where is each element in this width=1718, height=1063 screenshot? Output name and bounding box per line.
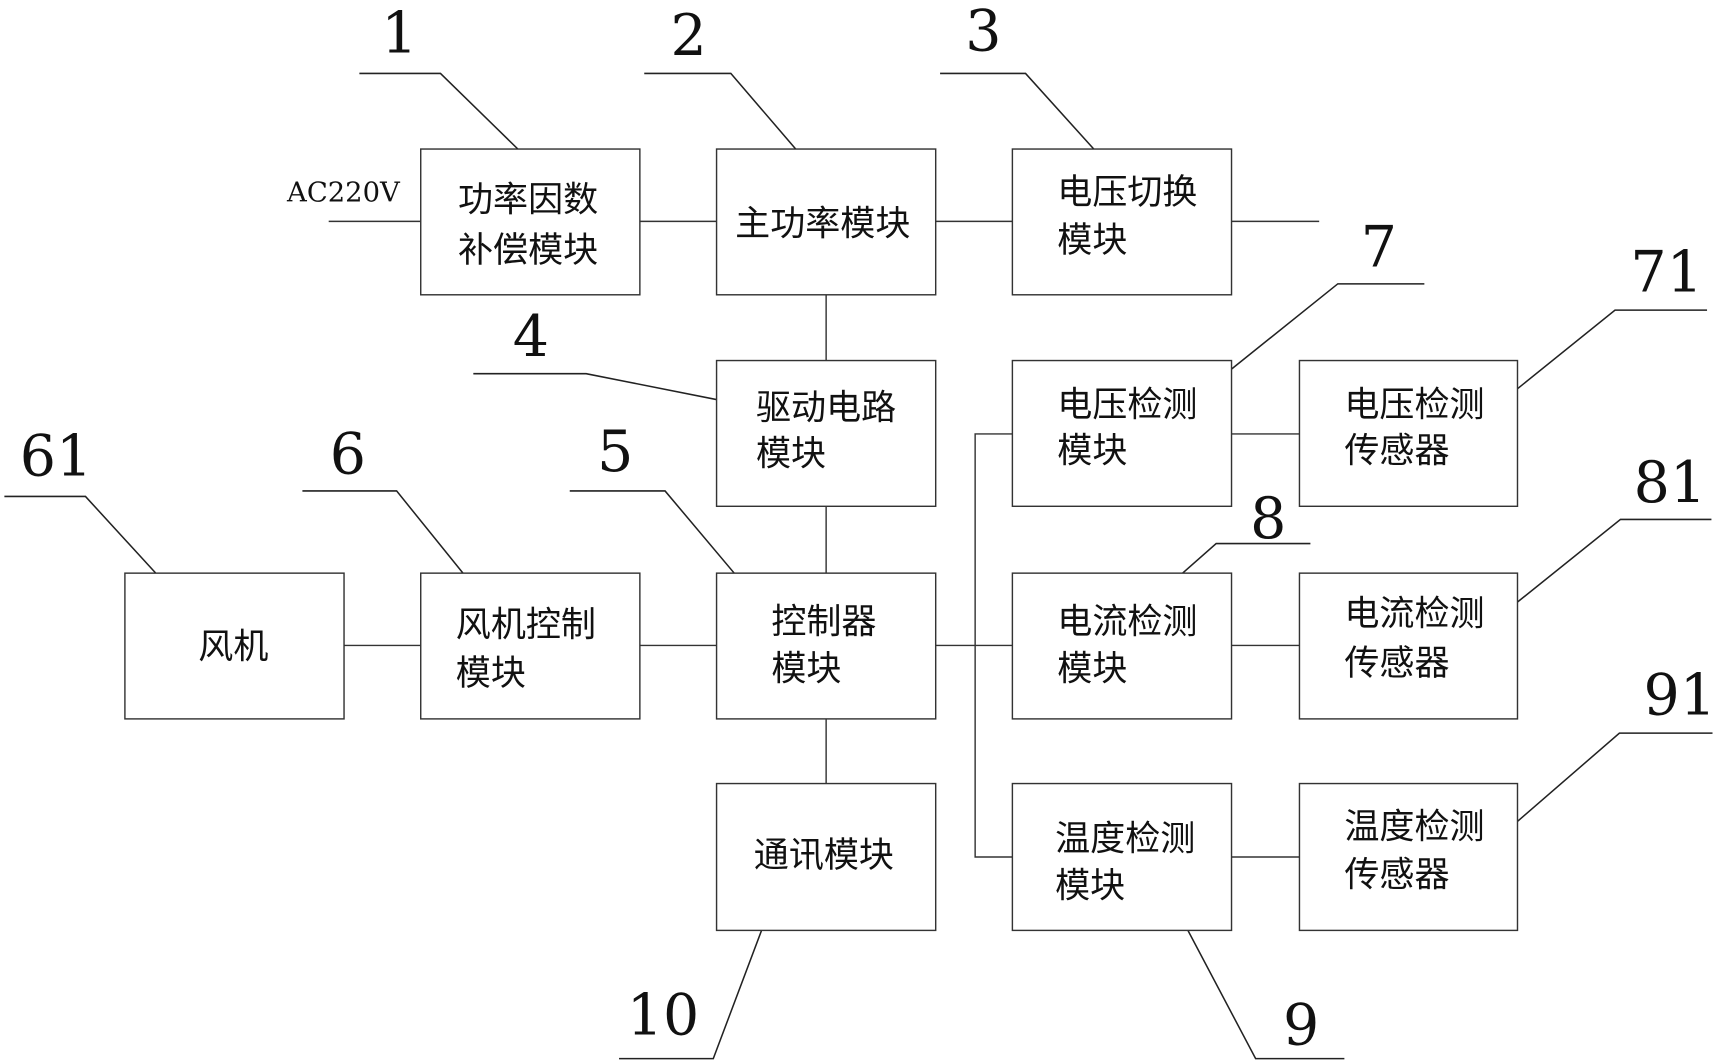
ref-number-6: 6 [330,421,366,487]
current-detect-box-line1: 电流检测 [1057,601,1197,642]
leader-6 [302,490,471,583]
fan-control-box: 风机控制 模块 [420,572,641,720]
leader-61 [4,495,171,590]
leader-91 [1512,732,1713,826]
fan-control-box-line1: 风机控制 [456,605,596,646]
comm-box: 通讯模块 [715,782,937,932]
leader-5 [569,490,742,582]
temp-sensor-box-line2: 传感器 [1344,855,1449,896]
temp-detect-box-line1: 温度检测 [1055,818,1195,859]
leader-7 [1221,283,1425,378]
ref-number-81: 81 [1634,450,1706,516]
main-power-box-label: 主功率模块 [735,204,910,245]
leader-71 [1501,309,1708,402]
controller-box: 控制器 模块 [715,572,937,720]
leader-9 [1172,902,1345,1060]
fan-control-box-line2: 模块 [456,653,526,694]
connection-lines [328,220,1320,858]
voltage-switch-box-line2: 模块 [1057,220,1127,261]
ref-number-4: 4 [513,304,549,370]
pfc-box: 功率因数 补偿模块 [420,148,641,296]
fan-box-label: 风机 [198,627,268,668]
ref-number-91: 91 [1643,663,1715,729]
ref-number-8: 8 [1250,486,1286,552]
temp-sensor-box: 温度检测 传感器 [1298,782,1519,932]
current-sensor-box-line2: 传感器 [1344,643,1449,684]
voltage-sensor-box: 电压检测 传感器 [1298,359,1519,508]
current-sensor-box: 电流检测 传感器 [1298,572,1519,720]
ref-number-10: 10 [627,983,699,1049]
voltage-switch-box-line1: 电压切换 [1057,172,1197,213]
ref-number-5: 5 [597,419,633,485]
leader-81 [1503,518,1712,614]
pfc-box-line1: 功率因数 [458,180,598,221]
voltage-detect-box-line1: 电压检测 [1057,384,1197,425]
ref-number-9: 9 [1283,992,1319,1058]
ac-input-label: AC220V [286,178,401,209]
pfc-box-line2: 补偿模块 [458,230,598,271]
voltage-sensor-box-line1: 电压检测 [1344,384,1484,425]
drive-circuit-box: 驱动电路 模块 [715,359,937,508]
leader-1 [359,72,535,165]
leader-10 [619,898,775,1060]
leader-4 [473,372,730,403]
leader-2 [644,72,812,168]
ref-number-2: 2 [671,3,707,69]
voltage-detect-box: 电压检测 模块 [1011,359,1233,508]
ref-number-3: 3 [965,0,1001,64]
detection-bus-line [974,433,1013,858]
current-sensor-box-line1: 电流检测 [1344,594,1484,635]
leader-3 [940,72,1108,164]
temp-detect-box-line2: 模块 [1055,866,1125,907]
ref-number-7: 7 [1361,214,1397,280]
drive-circuit-box-line2: 模块 [756,434,826,475]
main-power-box: 主功率模块 [715,148,937,296]
voltage-sensor-box-line2: 传感器 [1344,430,1449,471]
temp-detect-box: 温度检测 模块 [1011,782,1233,932]
ref-number-71: 71 [1630,239,1702,305]
temp-sensor-box-line1: 温度检测 [1344,806,1484,847]
current-detect-box-line2: 模块 [1057,649,1127,690]
comm-box-label: 通讯模块 [754,835,894,876]
fan-box: 风机 [124,572,345,720]
voltage-detect-box-line2: 模块 [1057,430,1127,471]
controller-box-line2: 模块 [771,649,841,690]
drive-circuit-box-line1: 驱动电路 [756,388,896,429]
ref-number-1: 1 [381,1,417,67]
leader-lines [4,72,1713,1060]
current-detect-box: 电流检测 模块 [1011,572,1233,720]
voltage-switch-box: 电压切换 模块 [1011,148,1233,296]
controller-box-line1: 控制器 [771,601,876,642]
ref-number-61: 61 [20,424,92,490]
